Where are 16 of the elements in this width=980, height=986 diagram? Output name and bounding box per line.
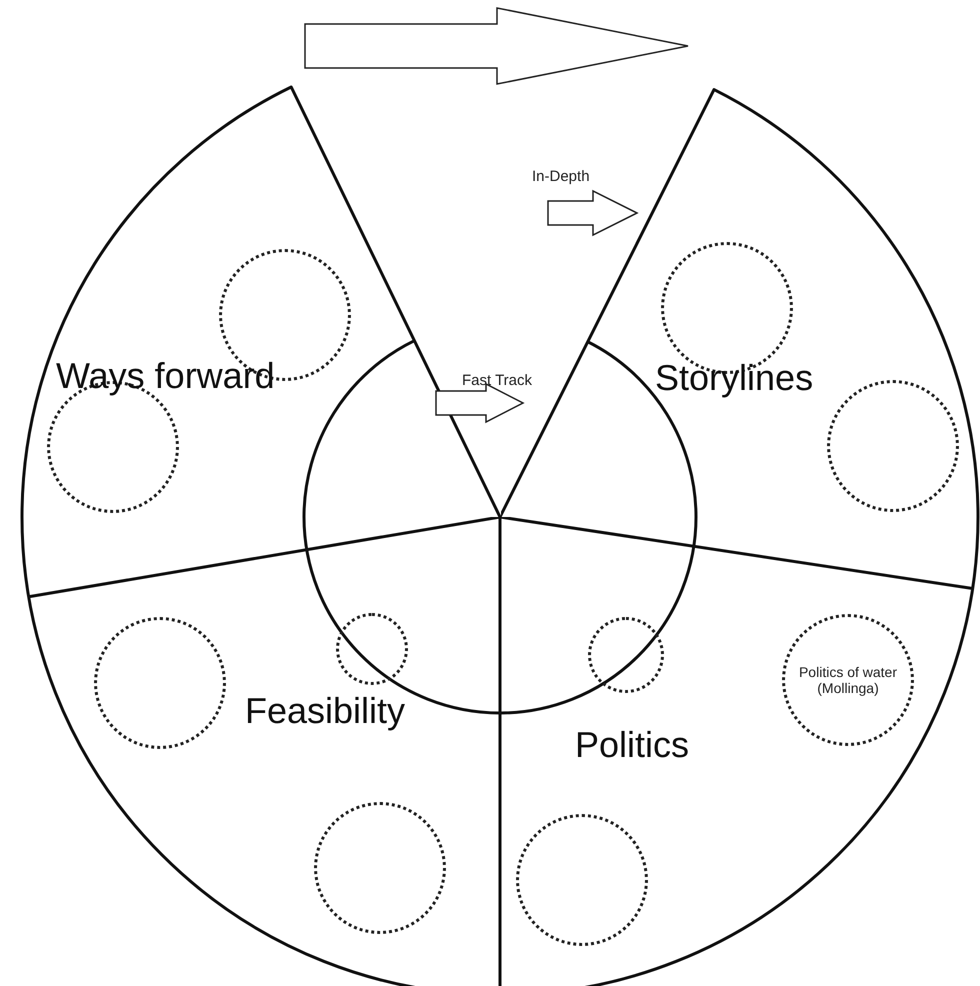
dotted-circle [827, 380, 959, 512]
dotted-circle [314, 802, 446, 934]
sector [20, 517, 501, 986]
dotted-circle [782, 614, 914, 746]
circle-label: Politics of water (Mollinga) [798, 664, 898, 696]
sector-title: Storylines [655, 360, 814, 396]
arrow-caption: Fast Track [462, 372, 532, 389]
sector-title: Ways forward [56, 358, 275, 394]
sector [501, 517, 980, 986]
dotted-circle [588, 617, 664, 693]
sector-title: Feasibility [245, 693, 406, 729]
dotted-circle [94, 617, 226, 749]
dotted-circle [516, 814, 648, 946]
dotted-circle [336, 613, 408, 685]
arrow-caption: In-Depth [532, 168, 590, 185]
sector-title: Politics [575, 727, 690, 763]
